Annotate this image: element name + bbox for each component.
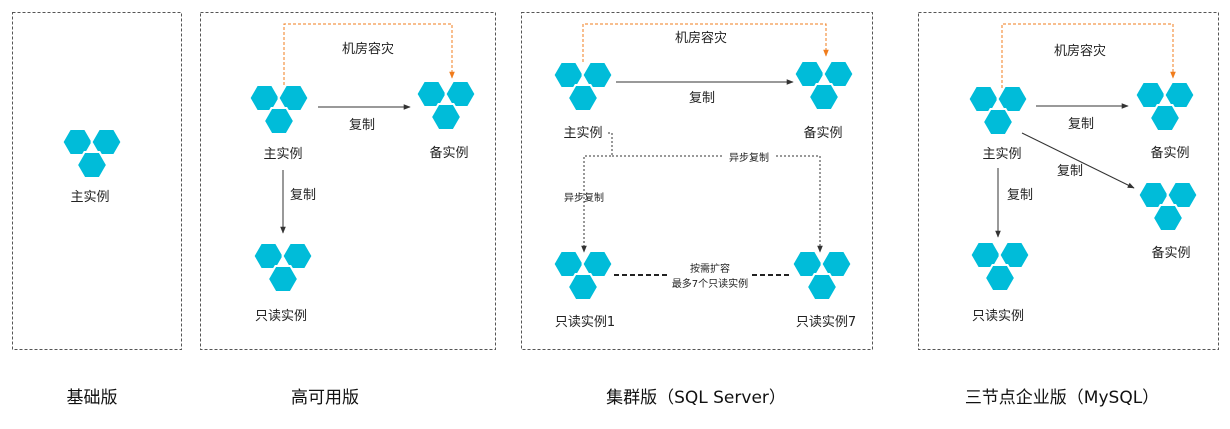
ha-replicate-readonly-label: 复制: [290, 188, 316, 203]
enterprise-replicate-label-1: 复制: [1068, 117, 1094, 132]
hexagon-3: [566, 84, 600, 112]
cluster-primary-icon: [552, 61, 614, 112]
panel-enterprise-border: [918, 12, 1219, 350]
hexagon-2: [996, 85, 1029, 113]
enterprise-standby-2-icon: [1137, 181, 1199, 232]
cluster-dr-arrow: [582, 23, 829, 62]
hexagon-3: [566, 273, 600, 301]
enterprise-standby-1-icon: [1134, 81, 1196, 132]
cluster-async-label-left: 异步复制: [564, 191, 604, 204]
ha-readonly-label: 只读实例: [255, 309, 307, 324]
caption-ha: 高可用版: [291, 388, 359, 408]
hexagon-3: [1151, 204, 1185, 232]
enterprise-replicate-arrow-2: [1021, 132, 1135, 189]
hexagon-3: [75, 151, 109, 179]
cluster-readonly-1-icon: [552, 250, 614, 301]
basic-primary-label: 主实例: [70, 190, 109, 205]
cluster-readonly-1-label: 只读实例1: [555, 315, 615, 330]
enterprise-replicate-label-2: 复制: [1057, 164, 1083, 179]
cluster-standby-label: 备实例: [803, 125, 842, 141]
hexagon-2: [822, 60, 855, 88]
panel-ha-border: [200, 12, 496, 350]
ha-dr-label: 机房容灾: [342, 41, 394, 57]
ha-dr-arrow: [283, 23, 455, 90]
hexagon-2: [281, 242, 314, 270]
caption-enterprise: 三节点企业版（MySQL）: [965, 388, 1159, 408]
enterprise-primary-label: 主实例: [982, 147, 1021, 162]
cluster-async-arrow-right: [612, 155, 823, 253]
hexagon-3: [981, 108, 1015, 136]
ha-primary-icon: [248, 84, 310, 135]
caption-basic: 基础版: [67, 388, 118, 408]
ha-readonly-icon: [252, 242, 314, 293]
cluster-readonly-7-label: 只读实例7: [796, 315, 856, 330]
hexagon-3: [805, 273, 839, 301]
hexagon-2: [90, 128, 123, 156]
enterprise-primary-icon: [967, 85, 1029, 136]
panel-basic-border: [12, 12, 182, 350]
enterprise-standby-1-label: 备实例: [1150, 145, 1189, 161]
cluster-primary-label: 主实例: [563, 126, 602, 141]
hexagon-2: [1163, 81, 1196, 109]
ha-standby-label: 备实例: [429, 145, 468, 161]
cluster-dr-label: 机房容灾: [675, 30, 727, 46]
hexagon-2: [998, 241, 1031, 269]
ha-primary-label: 主实例: [263, 147, 302, 162]
hexagon-3: [807, 83, 841, 111]
hexagon-2: [820, 250, 853, 278]
panel-cluster-border: [521, 12, 873, 350]
enterprise-readonly-label: 只读实例: [972, 309, 1024, 324]
hexagon-3: [262, 107, 296, 135]
hexagon-3: [983, 264, 1017, 292]
cluster-readonly-7-icon: [791, 250, 853, 301]
cluster-standby-icon: [793, 60, 855, 111]
hexagon-2: [277, 84, 310, 112]
cluster-scale-label-2: 最多7个只读实例: [672, 277, 748, 290]
hexagon-2: [581, 250, 614, 278]
hexagon-2: [581, 61, 614, 89]
ha-standby-icon: [415, 80, 477, 131]
instance-cluster-icon: [61, 128, 123, 179]
cluster-replicate-label: 复制: [689, 91, 715, 106]
cluster-async-label-right: 异步复制: [729, 151, 769, 164]
enterprise-readonly-icon: [969, 241, 1031, 292]
hexagon-2: [1166, 181, 1199, 209]
hexagon-3: [429, 103, 463, 131]
hexagon-2: [444, 80, 477, 108]
enterprise-standby-2-label: 备实例: [1151, 245, 1190, 261]
cluster-scale-label-1: 按需扩容: [690, 262, 730, 275]
enterprise-replicate-label-3: 复制: [1007, 188, 1033, 203]
cluster-async-label-bg: [722, 150, 776, 164]
enterprise-dr-arrow: [1001, 23, 1176, 88]
enterprise-dr-label: 机房容灾: [1054, 43, 1106, 59]
hexagon-3: [266, 265, 300, 293]
caption-cluster: 集群版（SQL Server）: [606, 388, 786, 408]
hexagon-3: [1148, 104, 1182, 132]
ha-replicate-label: 复制: [349, 118, 375, 133]
